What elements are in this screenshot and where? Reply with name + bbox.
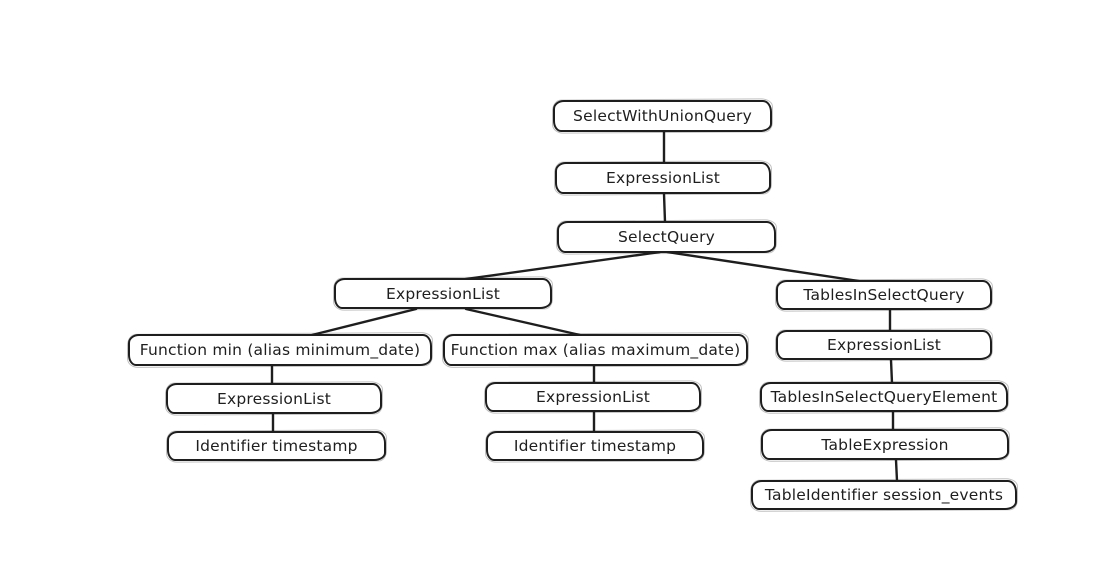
node-label: ExpressionList <box>385 284 501 303</box>
node-label: ExpressionList <box>535 388 651 406</box>
edge-expressionlist-to-function-min <box>306 307 418 338</box>
node-table-expression[interactable]: TableExpression <box>761 429 1009 460</box>
node-select-query[interactable]: SelectQuery <box>557 221 776 253</box>
node-expression-list-max-args[interactable]: ExpressionList <box>485 382 701 412</box>
node-label: TablesInSelectQueryElement <box>770 388 998 406</box>
node-label: SelectQuery <box>617 228 716 246</box>
node-label: Identifier timestamp <box>195 437 358 455</box>
edge-expressionlist-to-function-max <box>464 307 582 337</box>
node-label: ExpressionList <box>826 336 942 354</box>
edge-selectquery-to-expressionlist-columns <box>450 250 662 283</box>
node-identifier-timestamp-max[interactable]: Identifier timestamp <box>486 431 704 461</box>
edge-expressionlist-to-selectquery <box>662 192 667 224</box>
edge-expressionlist-to-tablesinselectqueryelement <box>889 358 894 385</box>
node-label: TableExpression <box>821 435 949 454</box>
node-tables-in-select-query-element[interactable]: TablesInSelectQueryElement <box>760 382 1008 412</box>
node-label: SelectWithUnionQuery <box>573 107 752 125</box>
node-tables-in-select-query[interactable]: TablesInSelectQuery <box>776 280 992 310</box>
node-expression-list-root[interactable]: ExpressionList <box>555 162 771 194</box>
node-label: TableIdentifier session_events <box>764 486 1004 504</box>
node-label: Function max (alias maximum_date) <box>450 341 741 359</box>
node-select-with-union-query[interactable]: SelectWithUnionQuery <box>553 100 772 132</box>
node-function-max[interactable]: Function max (alias maximum_date) <box>443 334 748 366</box>
node-table-identifier[interactable]: TableIdentifier session_events <box>751 480 1017 510</box>
node-label: ExpressionList <box>216 389 332 408</box>
node-label: ExpressionList <box>605 169 721 187</box>
node-label: Identifier timestamp <box>513 437 677 455</box>
edge-selectquery-to-tablesinselectquery <box>665 250 874 285</box>
node-label: Function min (alias minimum_date) <box>139 341 421 359</box>
node-label: TablesInSelectQuery <box>803 286 965 304</box>
node-function-min[interactable]: Function min (alias minimum_date) <box>128 334 432 366</box>
node-identifier-timestamp-min[interactable]: Identifier timestamp <box>167 431 386 461</box>
node-expression-list-columns[interactable]: ExpressionList <box>334 278 552 309</box>
node-expression-list-tables[interactable]: ExpressionList <box>776 330 992 360</box>
node-expression-list-min-args[interactable]: ExpressionList <box>166 383 382 414</box>
edge-tableexpression-to-tableidentifier <box>894 458 899 483</box>
